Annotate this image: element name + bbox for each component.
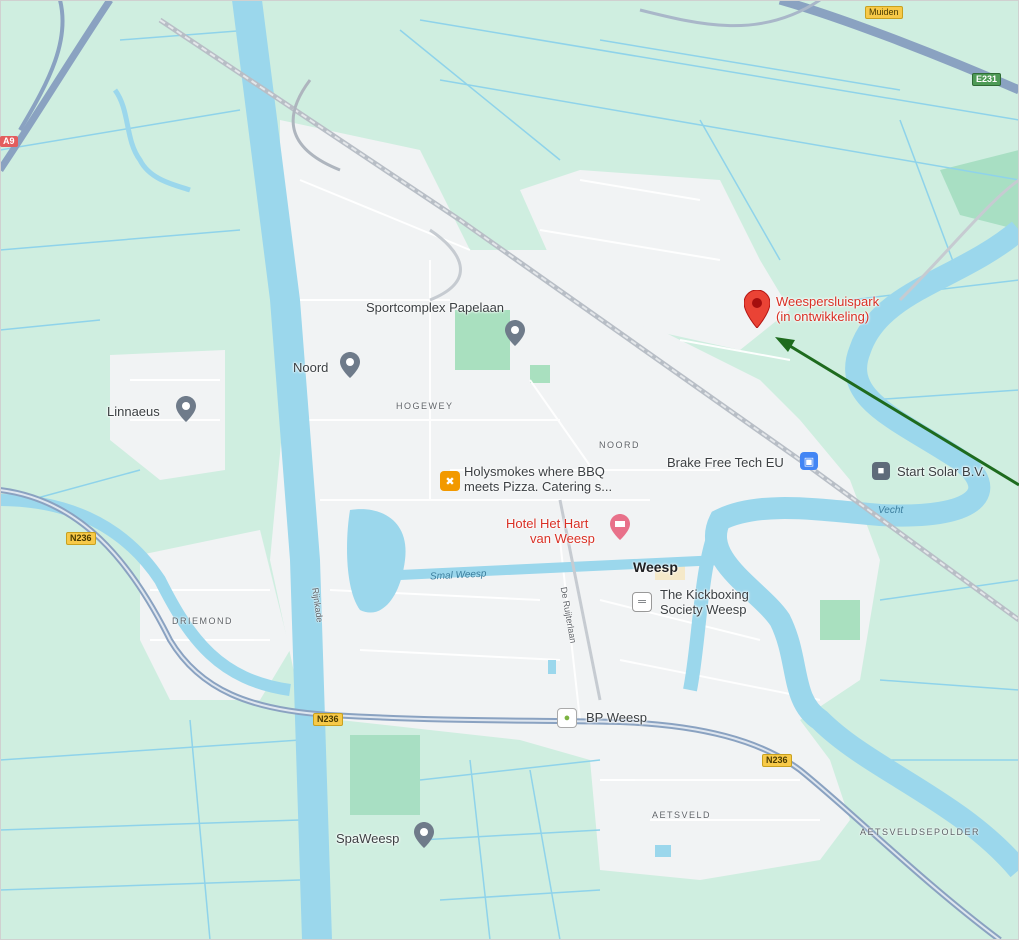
poi-label-bp-weesp[interactable]: BP Weesp bbox=[586, 710, 647, 725]
poi-label-hotel-line2[interactable]: van Weesp bbox=[530, 531, 595, 546]
road-shield-e231: E231 bbox=[972, 73, 1002, 86]
road-shield-n236-center: N236 bbox=[313, 713, 343, 726]
poi-label-weesperluispark-line2[interactable]: (in ontwikkeling) bbox=[776, 309, 870, 324]
location-marker-icon[interactable] bbox=[744, 290, 770, 328]
road-shield-n236-right: N236 bbox=[762, 754, 792, 767]
poi-label-weesperluispark-line1[interactable]: Weespersluispark bbox=[776, 294, 880, 309]
poi-label-kickboxing-line2[interactable]: Society Weesp bbox=[660, 602, 747, 617]
district-label-driemond: DRIEMOND bbox=[172, 616, 233, 626]
poi-label-linnaeus[interactable]: Linnaeus bbox=[107, 404, 160, 419]
road-shield-n236-left: N236 bbox=[66, 532, 96, 545]
poi-label-kickboxing-line1[interactable]: The Kickboxing bbox=[660, 587, 749, 602]
district-label-noord: NOORD bbox=[599, 440, 640, 450]
district-label-aetsveldsepolder: AETSVELDSEPOLDER bbox=[860, 827, 981, 837]
water-label-vecht: Vecht bbox=[878, 505, 904, 516]
district-label-aetsveld: AETSVELD bbox=[652, 810, 712, 820]
town-label-weesp: Weesp bbox=[633, 559, 678, 575]
restaurant-icon[interactable]: ✖ bbox=[440, 471, 460, 491]
road-shield-muiden: Muiden bbox=[865, 6, 903, 19]
poi-label-sportcomplex[interactable]: Sportcomplex Papelaan bbox=[366, 300, 505, 315]
poi-label-holysmokes-line2[interactable]: meets Pizza. Catering s... bbox=[464, 479, 613, 494]
poi-label-brake-free[interactable]: Brake Free Tech EU bbox=[667, 455, 784, 470]
road-shield-a9: A9 bbox=[0, 136, 18, 147]
place-pin-icon[interactable] bbox=[176, 396, 196, 422]
shopping-bag-icon[interactable]: ▣ bbox=[800, 452, 818, 470]
poi-label-hotel-line1[interactable]: Hotel Het Hart bbox=[506, 516, 589, 531]
hotel-pin-icon[interactable] bbox=[610, 514, 630, 540]
poi-label-holysmokes-line1[interactable]: Holysmokes where BBQ bbox=[464, 464, 605, 479]
poi-label-spaweesp[interactable]: SpaWeesp bbox=[336, 831, 400, 846]
gym-icon[interactable]: ═ bbox=[632, 592, 652, 612]
business-icon[interactable]: ■ bbox=[872, 462, 890, 480]
poi-label-start-solar[interactable]: Start Solar B.V. bbox=[897, 464, 986, 479]
place-pin-icon[interactable] bbox=[505, 320, 525, 346]
gas-station-icon[interactable]: ● bbox=[557, 708, 577, 728]
annotation-arrow-head bbox=[775, 337, 795, 352]
place-pin-icon[interactable] bbox=[414, 822, 434, 848]
place-pin-icon[interactable] bbox=[340, 352, 360, 378]
annotation-arrow bbox=[784, 341, 1019, 487]
poi-label-noord[interactable]: Noord bbox=[293, 360, 329, 375]
district-label-hogewey: HOGEWEY bbox=[396, 401, 454, 411]
